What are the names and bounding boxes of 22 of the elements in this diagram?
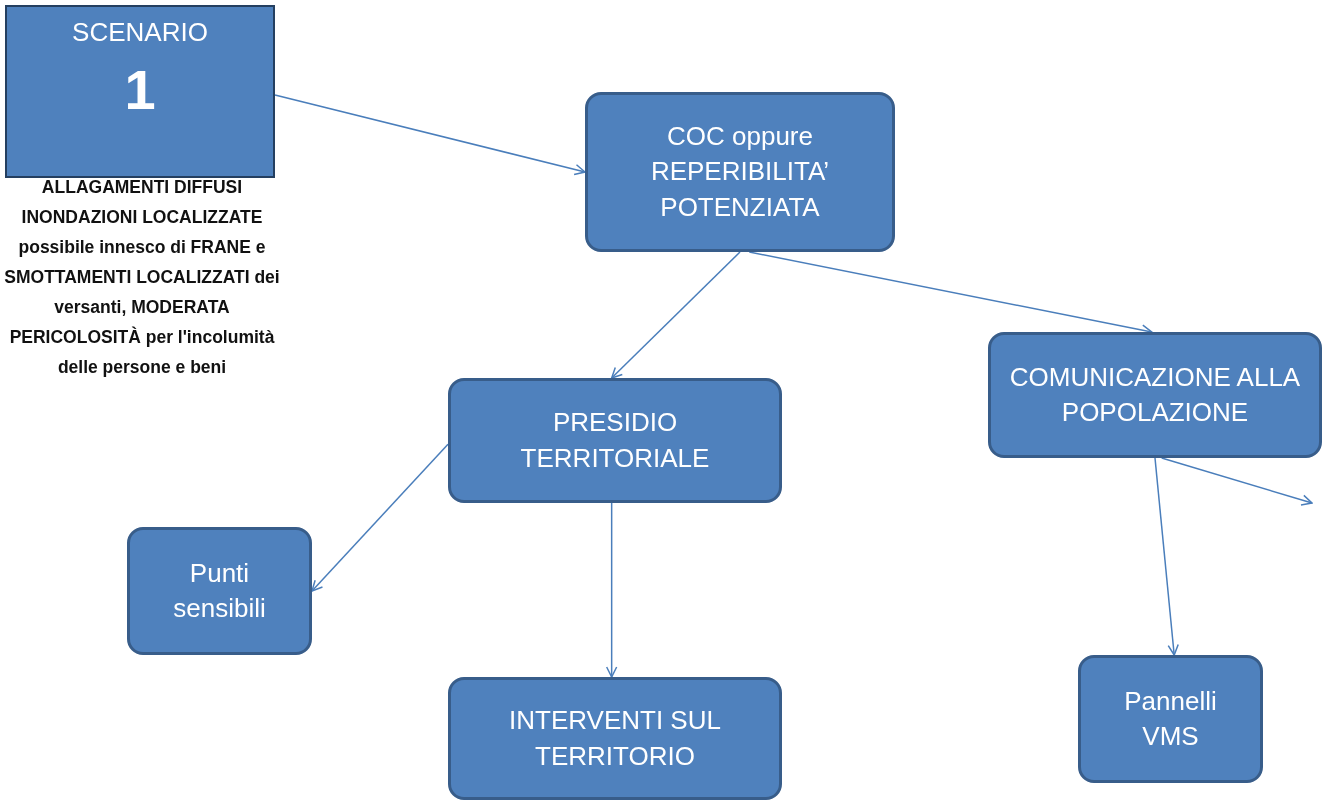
- arrow: [1154, 457, 1179, 656]
- process-box: [448, 677, 782, 800]
- box-label: COC oppure REPERIBILITA’ POTENZIATA: [649, 120, 831, 224]
- process-box: [127, 527, 312, 655]
- arrow: [274, 94, 586, 176]
- box-label: Pannelli VMS: [1123, 684, 1218, 753]
- scenario-description: ALLAGAMENTI DIFFUSI INONDAZIONI LOCALIZZATE possibile innesco di FRANE e SMOTTAMENTI LOCALIZZATI dei versanti, MODERATA PERICOLOSITÀ per l'incolumità delle persone e beni: [4, 176, 280, 379]
- box-label: INTERVENTI SUL TERRITORIO: [508, 704, 722, 773]
- process-box: [1078, 655, 1263, 783]
- box-label: Punti sensibili: [172, 556, 267, 625]
- process-box: [988, 332, 1322, 458]
- box-label: SCENARIO: [72, 16, 208, 49]
- box-label: PRESIDIO TERRITORIALE: [519, 406, 711, 475]
- arrow: [610, 251, 741, 379]
- scenario-box: [5, 5, 275, 178]
- box-label: COMUNICAZIONE ALLA POPOLAZIONE: [1008, 360, 1302, 429]
- process-box: [448, 378, 782, 503]
- arrow: [311, 443, 449, 592]
- arrow: [1160, 457, 1313, 506]
- scenario-number: 1: [124, 57, 156, 124]
- arrow: [605, 502, 618, 678]
- process-box: [585, 92, 895, 252]
